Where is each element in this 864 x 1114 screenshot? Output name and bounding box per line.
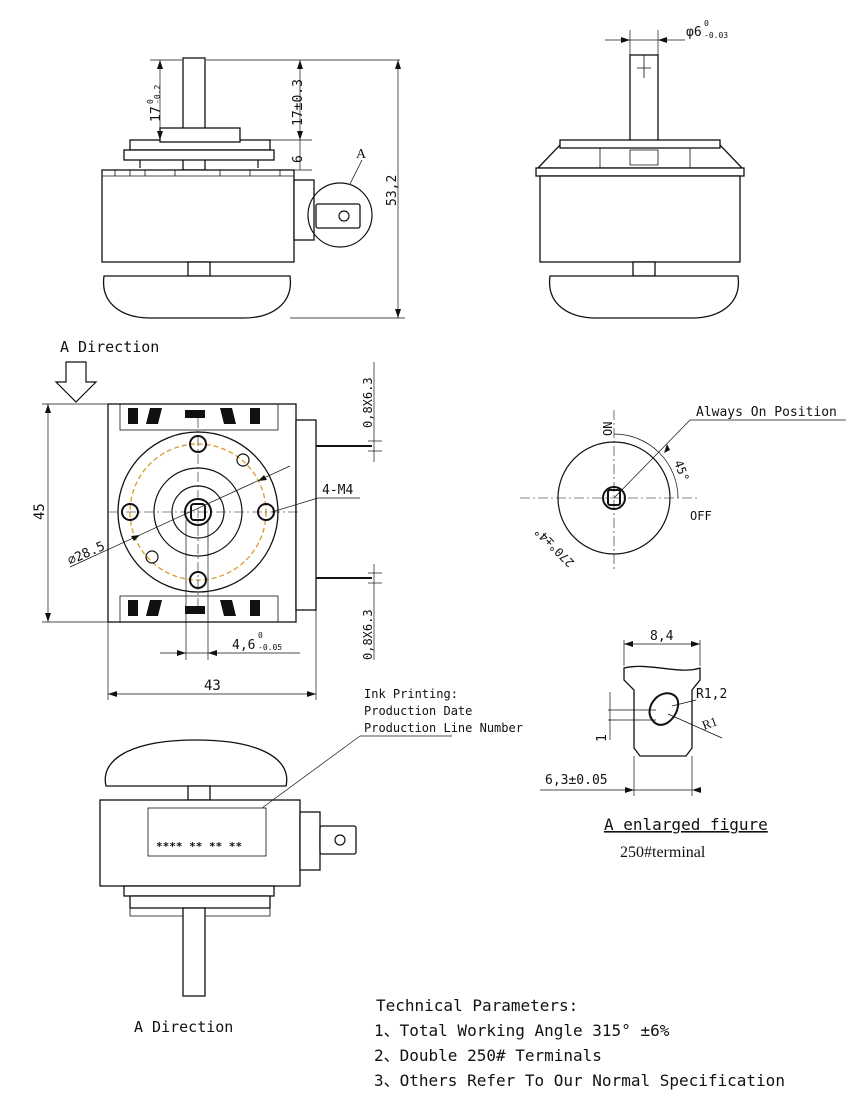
dim-pcd: ⌀28.5 [66,539,108,569]
ink-label-1: Ink Printing: [364,687,458,701]
dim-bracket: 6 [291,155,306,163]
side-view: φ6 0 -0.03 [535,19,745,319]
bottom-view-title: A Direction [134,1018,233,1036]
dim-shaft-total: 17±0.3 [291,79,306,126]
dim-flat-tol-upper: 0 [258,631,263,640]
always-on-label: Always On Position [696,405,837,420]
angle-small: 45° [671,458,692,483]
on-label: ON [601,422,615,436]
direction-view-title: A Direction [60,338,159,356]
parameters-heading: Technical Parameters: [376,996,578,1015]
dim-terminal-bottom: 0,8X6.3 [361,609,375,660]
dim-terminal-top: 0,8X6.3 [361,377,375,428]
dim-r-small: R1 [700,714,719,733]
dim-shaft-dia-tol-lower: -0.03 [704,31,728,40]
angle-diagram: Always On Position ON OFF 45° 270°±4° [520,405,846,570]
ink-label-3: Production Line Number [364,721,523,735]
parameter-item-3: 3、Others Refer To Our Normal Specificati… [374,1071,785,1090]
front-view: 17 0 -0.2 17±0.3 6 53,2 A [101,57,405,319]
angle-large: 270°±4° [531,524,577,570]
dim-shaft-dia: φ6 [686,25,702,40]
direction-view: A Direction ⌀28.5 4-M [32,338,382,700]
terminal-detail-subtitle: 250#terminal [620,844,706,861]
technical-parameters: Technical Parameters: 1、Total Working An… [374,996,785,1090]
dim-shaft-flat-tol-upper: 0 [146,99,155,104]
dim-flat: 4,6 [232,638,255,653]
dim-shaft-flat-tol-lower: -0.2 [153,85,162,104]
dim-terminal-width: 8,4 [650,629,674,644]
dim-hole: 1 [595,734,610,742]
off-label: OFF [690,509,712,523]
parameter-item-2: 2、Double 250# Terminals [374,1046,602,1065]
dim-flat-tol-lower: -0.05 [258,643,282,652]
parameter-item-1: 1、Total Working Angle 315° ±6% [374,1021,670,1040]
dim-width: 43 [204,678,221,694]
ink-label-2: Production Date [364,704,472,718]
dim-blade: 6,3±0.05 [545,773,608,788]
dim-height: 45 [32,503,48,520]
dim-shaft-dia-tol-upper: 0 [704,19,709,28]
terminal-detail: 8,4 R1,2 R1 1 6,3±0.05 A enlarged figure… [540,629,768,861]
terminal-detail-title: A enlarged figure [604,815,768,834]
dim-overall-height: 53,2 [385,175,400,206]
bottom-view: **** ** ** ** Ink Printing: Production D… [99,687,523,1036]
dim-r-large: R1,2 [696,687,727,702]
dim-shaft-flat: 17 [149,106,164,122]
dim-holes: 4-M4 [322,483,353,498]
ink-sample: **** ** ** ** [156,840,242,853]
detail-label-a: A [356,147,367,162]
